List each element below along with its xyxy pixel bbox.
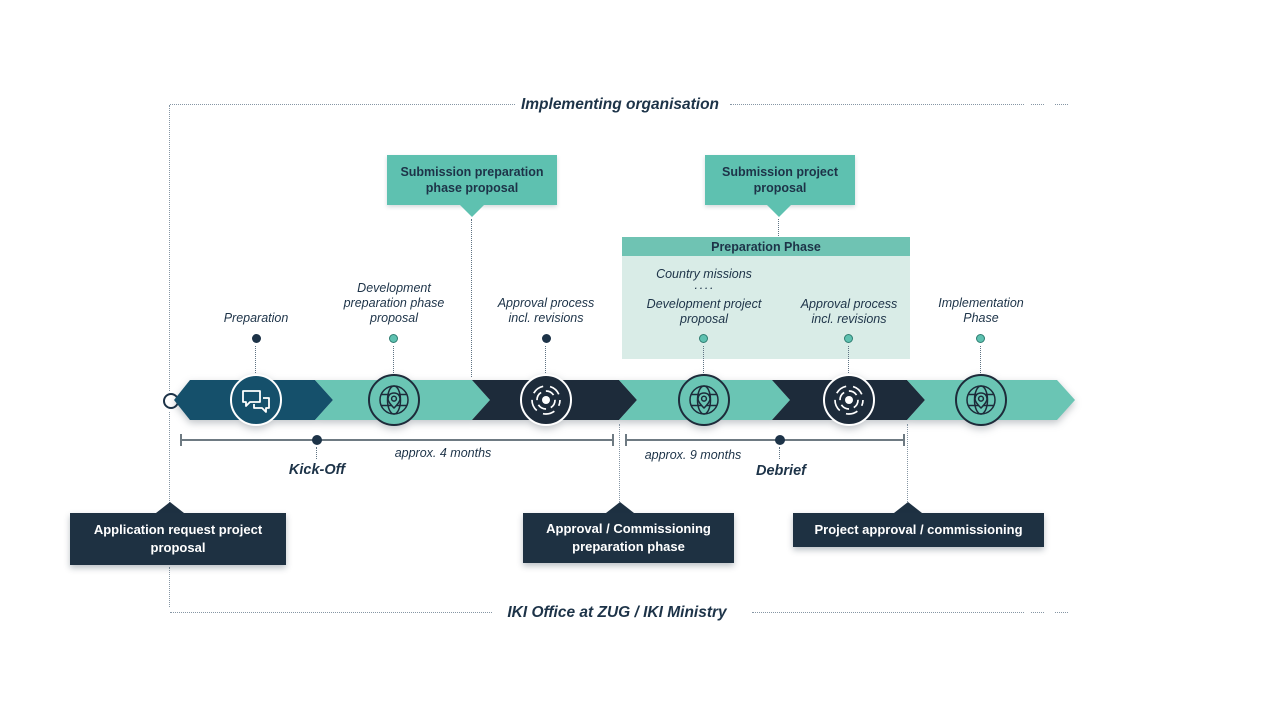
globe-icon bbox=[367, 373, 421, 427]
callout-pointer bbox=[766, 204, 792, 217]
box-label: Approval / Commissioning preparation pha… bbox=[546, 521, 711, 554]
stage-connector bbox=[980, 346, 981, 377]
stage-connector bbox=[703, 346, 704, 377]
kickoff-dot bbox=[312, 435, 322, 445]
kickoff-label: Kick-Off bbox=[288, 462, 346, 478]
box-connector bbox=[619, 424, 620, 510]
box-label: Project approval / commissioning bbox=[814, 522, 1023, 538]
box-label: Application request project proposal bbox=[93, 522, 263, 555]
measure-tick bbox=[625, 434, 627, 446]
timeline-band bbox=[0, 374, 1280, 426]
debrief-label: Debrief bbox=[756, 463, 806, 479]
stage-connector bbox=[255, 346, 256, 377]
debrief-dot bbox=[775, 435, 785, 445]
top-boundary-line-left bbox=[170, 104, 515, 105]
chat-icon bbox=[229, 373, 283, 427]
bottom-boundary-line-trail bbox=[1031, 612, 1044, 613]
duration-label-2: approx. 9 months bbox=[644, 448, 742, 462]
top-boundary-line-trail bbox=[1055, 104, 1068, 105]
left-boundary-line-lower bbox=[169, 412, 170, 511]
bottom-boundary-line-trail bbox=[1055, 612, 1068, 613]
left-boundary-line-upper bbox=[169, 105, 170, 391]
stage-connector bbox=[393, 346, 394, 377]
preparation-phase-title: Preparation Phase bbox=[711, 239, 821, 254]
box-project-approval: Project approval / commissioning bbox=[793, 513, 1044, 547]
globe-icon bbox=[677, 373, 731, 427]
callout-connector bbox=[471, 219, 472, 377]
stage-dot bbox=[542, 334, 551, 343]
callout-label: Submission project proposal bbox=[722, 164, 838, 195]
stage-label-dev-prep: Development preparation phase proposal bbox=[343, 281, 445, 325]
stage-connector bbox=[545, 346, 546, 377]
debrief-connector bbox=[779, 447, 780, 459]
stage-label-preparation: Preparation bbox=[223, 311, 289, 325]
box-pointer bbox=[606, 502, 634, 513]
bottom-boundary-line-left bbox=[170, 612, 492, 613]
stage-dot bbox=[699, 334, 708, 343]
box-connector bbox=[907, 424, 908, 510]
stage-label-implementation: Implementation Phase bbox=[938, 296, 1024, 325]
measure-line-1 bbox=[180, 439, 614, 441]
stage-dot bbox=[389, 334, 398, 343]
bottom-boundary-line-right bbox=[752, 612, 1024, 613]
left-boundary-line-bottom bbox=[169, 567, 170, 607]
top-boundary-title: Implementing organisation bbox=[520, 96, 720, 113]
kickoff-connector bbox=[316, 447, 317, 459]
target-icon bbox=[822, 373, 876, 427]
globe-icon bbox=[954, 373, 1008, 427]
measure-tick bbox=[903, 434, 905, 446]
callout-pointer bbox=[459, 204, 485, 217]
top-boundary-line-right bbox=[730, 104, 1024, 105]
callout-connector bbox=[778, 219, 779, 236]
stage-label-approval: Approval process incl. revisions bbox=[497, 296, 595, 325]
measure-tick bbox=[612, 434, 614, 446]
top-boundary-line-trail bbox=[1031, 104, 1044, 105]
preparation-phase-body: Country missions ···· Development projec… bbox=[622, 256, 910, 359]
box-approval-commissioning: Approval / Commissioning preparation pha… bbox=[523, 513, 734, 563]
panel-dots: ···· bbox=[693, 281, 715, 295]
box-pointer bbox=[894, 502, 922, 513]
preparation-phase-header: Preparation Phase bbox=[622, 237, 910, 256]
bottom-boundary-title: IKI Office at ZUG / IKI Ministry bbox=[507, 604, 727, 621]
panel-dev-project: Development project proposal bbox=[646, 297, 762, 326]
callout-submission-preparation: Submission preparation phase proposal bbox=[387, 155, 557, 205]
target-icon bbox=[519, 373, 573, 427]
stage-dot bbox=[252, 334, 261, 343]
measure-line-2 bbox=[625, 439, 905, 441]
stage-dot bbox=[976, 334, 985, 343]
stage-dot bbox=[844, 334, 853, 343]
stage-connector bbox=[848, 346, 849, 377]
callout-submission-project: Submission project proposal bbox=[705, 155, 855, 205]
box-application-request: Application request project proposal bbox=[70, 513, 286, 565]
callout-label: Submission preparation phase proposal bbox=[400, 164, 544, 195]
panel-country-missions: Country missions bbox=[656, 267, 752, 281]
panel-approval: Approval process incl. revisions bbox=[800, 297, 898, 326]
measure-tick bbox=[180, 434, 182, 446]
duration-label-1: approx. 4 months bbox=[394, 446, 492, 460]
box-pointer bbox=[156, 502, 184, 513]
